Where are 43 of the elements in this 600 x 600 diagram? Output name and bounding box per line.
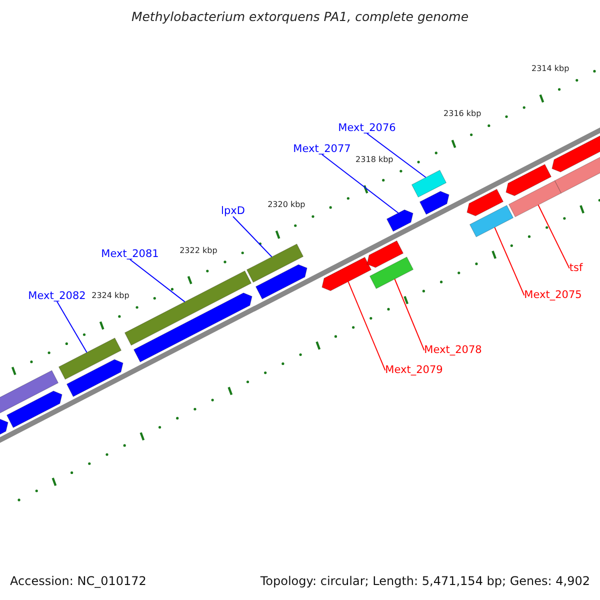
- gene-label: Mext_2079: [385, 365, 443, 376]
- gene-feature: [366, 240, 404, 268]
- gene-feature: [246, 244, 304, 283]
- gene-label: tsf: [569, 263, 583, 274]
- leader-line: [366, 133, 426, 178]
- gene-feature: [133, 292, 252, 362]
- gene-label: Mext_2075: [524, 290, 582, 300]
- scale-label: 2320 kbp: [268, 201, 306, 210]
- gene-feature: [506, 164, 552, 196]
- leader-line: [538, 204, 570, 269]
- leader-line: [348, 281, 386, 371]
- gene-feature: [469, 205, 514, 238]
- gene-feature: [419, 190, 450, 215]
- scale-label: 2314 kbp: [531, 64, 570, 73]
- footer-text: Topology: circular; Length: 5,471,154 bp; Genes: 4,902: [260, 575, 590, 587]
- gene-feature: [508, 180, 562, 218]
- gene-feature: [6, 390, 62, 428]
- scale-label: 2322 kbp: [180, 246, 218, 255]
- leader-line: [494, 226, 525, 296]
- leader-line: [130, 259, 186, 302]
- gene-feature: [466, 188, 504, 216]
- gene-label: Mext_2078: [424, 345, 482, 356]
- leader-line: [322, 154, 399, 214]
- leader-line: [56, 301, 88, 353]
- gene-label: Mext_2082: [28, 291, 86, 302]
- leader-line: [232, 216, 272, 258]
- gene-feature: [369, 256, 414, 289]
- footer-text: Accession: NC_010172: [10, 575, 146, 587]
- gene-label: lpxD: [221, 206, 245, 216]
- scale-label: 2324 kbp: [92, 292, 130, 300]
- leader-line: [394, 278, 425, 351]
- scale-label: 2318 kbp: [356, 156, 394, 164]
- gene-label: Mext_2081: [101, 249, 159, 260]
- gene-feature: [386, 209, 414, 232]
- gene-feature: [411, 170, 447, 198]
- gene-feature: [255, 264, 308, 300]
- gene-feature: [66, 359, 124, 397]
- gene-feature: [58, 338, 122, 380]
- gene-feature: [322, 256, 372, 292]
- gene-label: Mext_2076: [338, 123, 396, 134]
- title: Methylobacterium extorquens PA1, complete genome: [131, 11, 469, 24]
- gene-label: Mext_2077: [293, 144, 351, 154]
- scale-label: 2316 kbp: [444, 110, 482, 118]
